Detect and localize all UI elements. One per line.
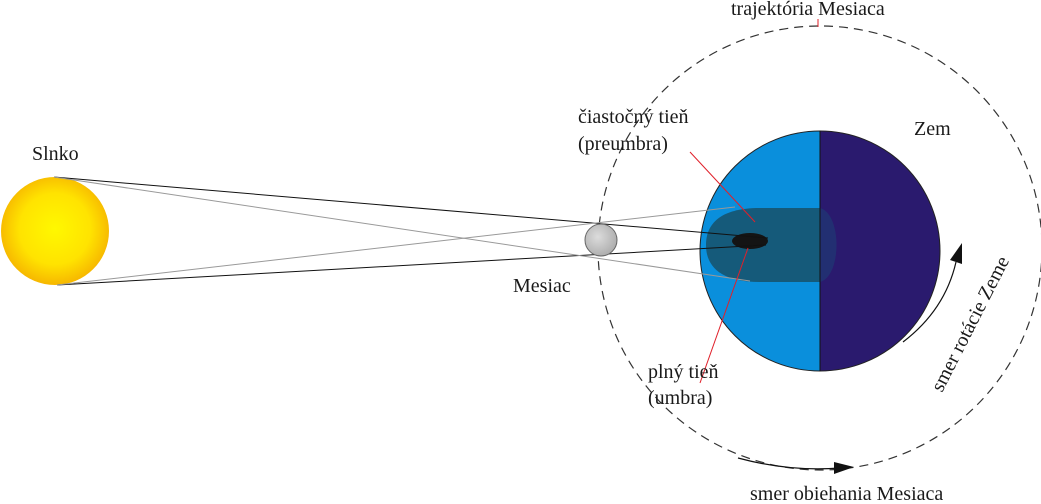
earth-rotation-arrow bbox=[902, 261, 957, 343]
umbra-label-line1: plný tieň bbox=[648, 361, 719, 383]
shadow-cone-lines bbox=[53, 176, 769, 286]
moon-trajectory-label: trajektória Mesiaca bbox=[731, 0, 885, 20]
moon bbox=[584, 223, 618, 257]
moon-orbit-arrow bbox=[737, 457, 841, 470]
earth-rotation-label: smer rotácie Zeme bbox=[927, 253, 1014, 396]
penumbra-label-line2: (preumbra) bbox=[578, 133, 668, 155]
moon-orbit-arrowhead-icon bbox=[834, 462, 854, 474]
moon-label: Mesiac bbox=[513, 275, 571, 297]
penumbra-shadow-night bbox=[820, 208, 837, 282]
moon-orbit-direction-label: smer obiehania Mesiaca bbox=[750, 483, 943, 504]
earth-night-side bbox=[820, 131, 940, 371]
earth-label: Zem bbox=[914, 118, 951, 140]
sun bbox=[1, 177, 109, 285]
umbra-label-line2: (umbra) bbox=[648, 387, 712, 409]
earth bbox=[699, 130, 941, 372]
earth-rotation-arrowhead-icon bbox=[950, 243, 962, 264]
penumbra-label-line1: čiastočný tieň bbox=[578, 106, 689, 128]
leader-lines bbox=[689, 19, 819, 384]
sun-label: Slnko bbox=[32, 143, 79, 165]
